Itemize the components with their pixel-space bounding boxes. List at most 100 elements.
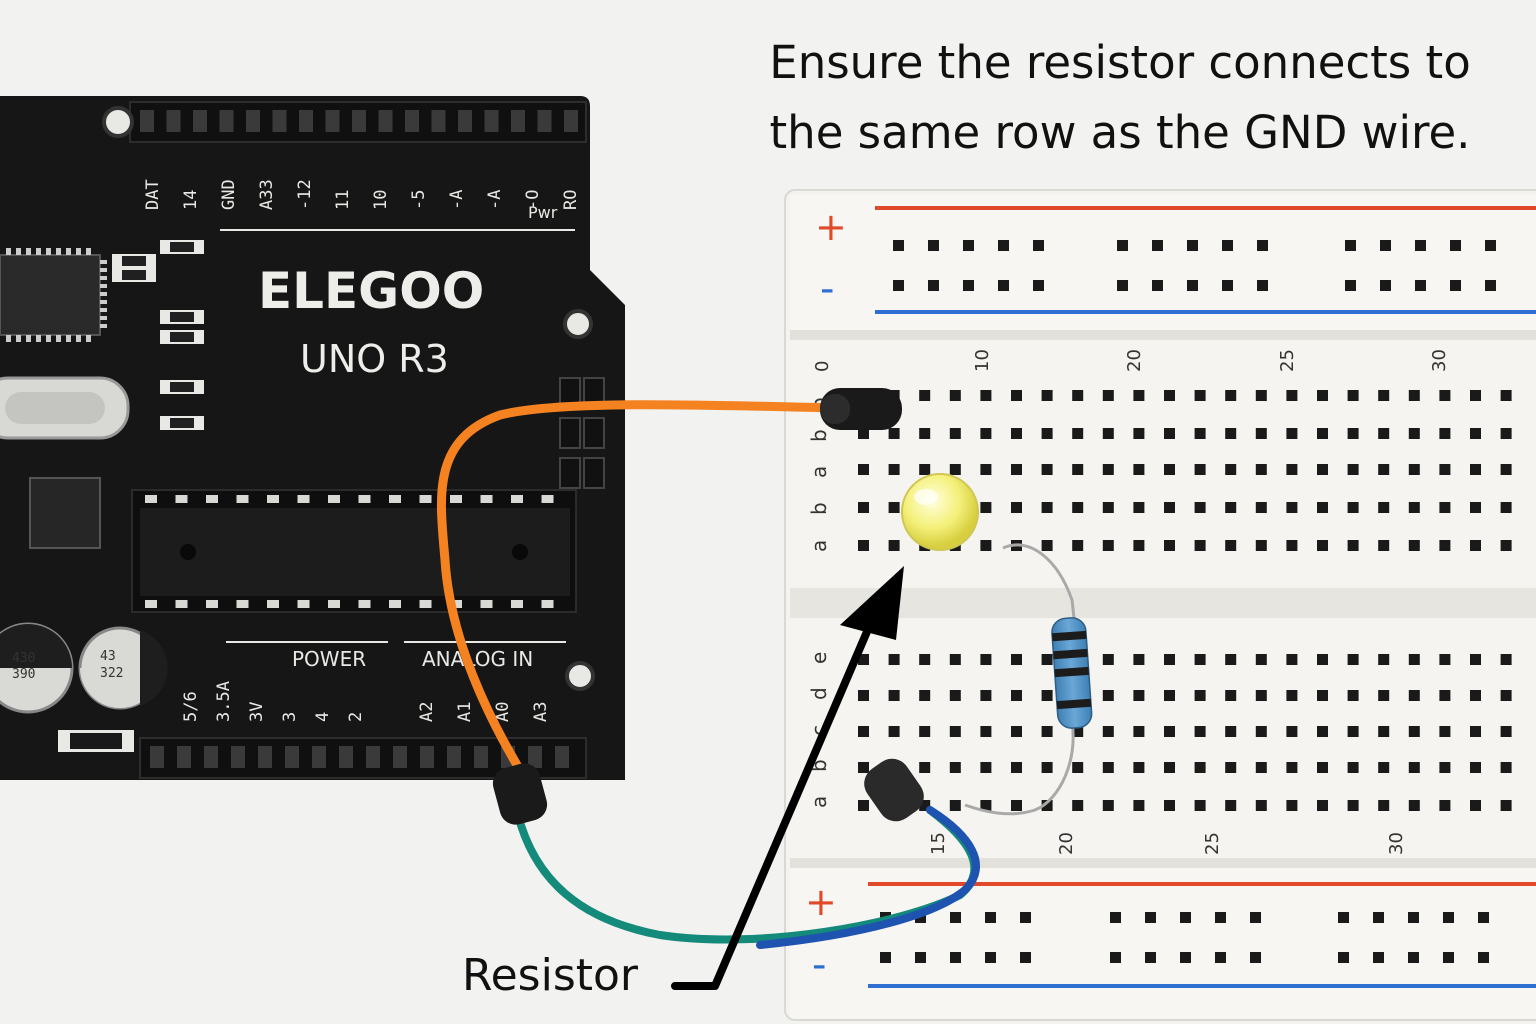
rail-hole[interactable] [1257,240,1268,251]
header-pin[interactable] [352,110,366,132]
breadboard-hole[interactable] [889,690,900,701]
breadboard-hole[interactable] [1409,690,1420,701]
breadboard-hole[interactable] [950,726,961,737]
breadboard-hole[interactable] [1348,762,1359,773]
breadboard-hole[interactable] [1286,800,1297,811]
rail-hole[interactable] [1443,912,1454,923]
breadboard-hole[interactable] [1195,464,1206,475]
breadboard-hole[interactable] [1256,390,1267,401]
breadboard-hole[interactable] [1103,502,1114,513]
breadboard-hole[interactable] [1225,726,1236,737]
breadboard-hole[interactable] [1256,690,1267,701]
breadboard-hole[interactable] [1011,762,1022,773]
breadboard-hole[interactable] [1501,464,1512,475]
breadboard-hole[interactable] [1378,502,1389,513]
breadboard-hole[interactable] [980,464,991,475]
breadboard-hole[interactable] [1286,762,1297,773]
rail-hole[interactable] [1110,952,1121,963]
rail-hole[interactable] [893,240,904,251]
header-pin[interactable] [246,110,260,132]
rail-hole[interactable] [1215,912,1226,923]
rail-hole[interactable] [950,952,961,963]
rail-hole[interactable] [1415,280,1426,291]
breadboard-hole[interactable] [1164,464,1175,475]
breadboard-hole[interactable] [1133,502,1144,513]
breadboard-hole[interactable] [1042,726,1053,737]
breadboard-hole[interactable] [1072,502,1083,513]
header-pin[interactable] [150,746,164,768]
breadboard-hole[interactable] [1348,428,1359,439]
rail-hole[interactable] [998,240,1009,251]
breadboard-hole[interactable] [1164,540,1175,551]
breadboard-hole[interactable] [1225,762,1236,773]
breadboard-hole[interactable] [1286,690,1297,701]
breadboard-hole[interactable] [1317,690,1328,701]
breadboard-hole[interactable] [950,800,961,811]
breadboard-hole[interactable] [1103,800,1114,811]
header-pin[interactable] [474,746,488,768]
breadboard-hole[interactable] [1470,428,1481,439]
header-pin[interactable] [458,110,472,132]
rail-hole[interactable] [1450,280,1461,291]
breadboard-hole[interactable] [919,762,930,773]
header-pin[interactable] [258,746,272,768]
breadboard-hole[interactable] [1133,800,1144,811]
breadboard-hole[interactable] [1011,464,1022,475]
rail-hole[interactable] [950,912,961,923]
breadboard-hole[interactable] [950,390,961,401]
breadboard-hole[interactable] [1042,390,1053,401]
breadboard-hole[interactable] [1256,428,1267,439]
header-pin[interactable] [299,110,313,132]
header-pin[interactable] [405,110,419,132]
rail-hole[interactable] [1117,240,1128,251]
breadboard-hole[interactable] [1317,762,1328,773]
breadboard-hole[interactable] [1072,390,1083,401]
rail-hole[interactable] [1485,240,1496,251]
breadboard-hole[interactable] [1317,502,1328,513]
breadboard-hole[interactable] [889,464,900,475]
breadboard-hole[interactable] [1501,428,1512,439]
rail-hole[interactable] [963,240,974,251]
breadboard-hole[interactable] [1133,690,1144,701]
rail-hole[interactable] [1145,952,1156,963]
breadboard-hole[interactable] [919,464,930,475]
header-pin[interactable] [140,110,154,132]
breadboard-hole[interactable] [1256,762,1267,773]
breadboard-hole[interactable] [1317,390,1328,401]
breadboard-hole[interactable] [1011,654,1022,665]
breadboard-hole[interactable] [1501,690,1512,701]
breadboard-hole[interactable] [1225,390,1236,401]
breadboard-hole[interactable] [1042,540,1053,551]
breadboard-hole[interactable] [858,800,869,811]
header-pin[interactable] [511,110,525,132]
breadboard-hole[interactable] [1195,726,1206,737]
breadboard-hole[interactable] [1011,690,1022,701]
breadboard-hole[interactable] [980,390,991,401]
breadboard-hole[interactable] [1501,762,1512,773]
breadboard-hole[interactable] [1409,390,1420,401]
breadboard-hole[interactable] [1439,800,1450,811]
rail-hole[interactable] [1478,952,1489,963]
breadboard-hole[interactable] [980,502,991,513]
breadboard-hole[interactable] [1378,726,1389,737]
breadboard-hole[interactable] [1470,690,1481,701]
breadboard-hole[interactable] [1011,390,1022,401]
breadboard-hole[interactable] [1042,428,1053,439]
rail-hole[interactable] [1257,280,1268,291]
rail-hole[interactable] [1250,912,1261,923]
breadboard-hole[interactable] [1042,502,1053,513]
rail-hole[interactable] [1345,240,1356,251]
rail-hole[interactable] [915,952,926,963]
breadboard-hole[interactable] [1317,428,1328,439]
breadboard-hole[interactable] [858,690,869,701]
header-pin[interactable] [167,110,181,132]
rail-hole[interactable] [1180,952,1191,963]
breadboard-hole[interactable] [1164,390,1175,401]
breadboard-hole[interactable] [1378,428,1389,439]
breadboard-hole[interactable] [980,726,991,737]
breadboard-hole[interactable] [1072,540,1083,551]
breadboard-hole[interactable] [950,690,961,701]
breadboard-hole[interactable] [1348,690,1359,701]
breadboard-hole[interactable] [1195,654,1206,665]
breadboard-hole[interactable] [1195,690,1206,701]
